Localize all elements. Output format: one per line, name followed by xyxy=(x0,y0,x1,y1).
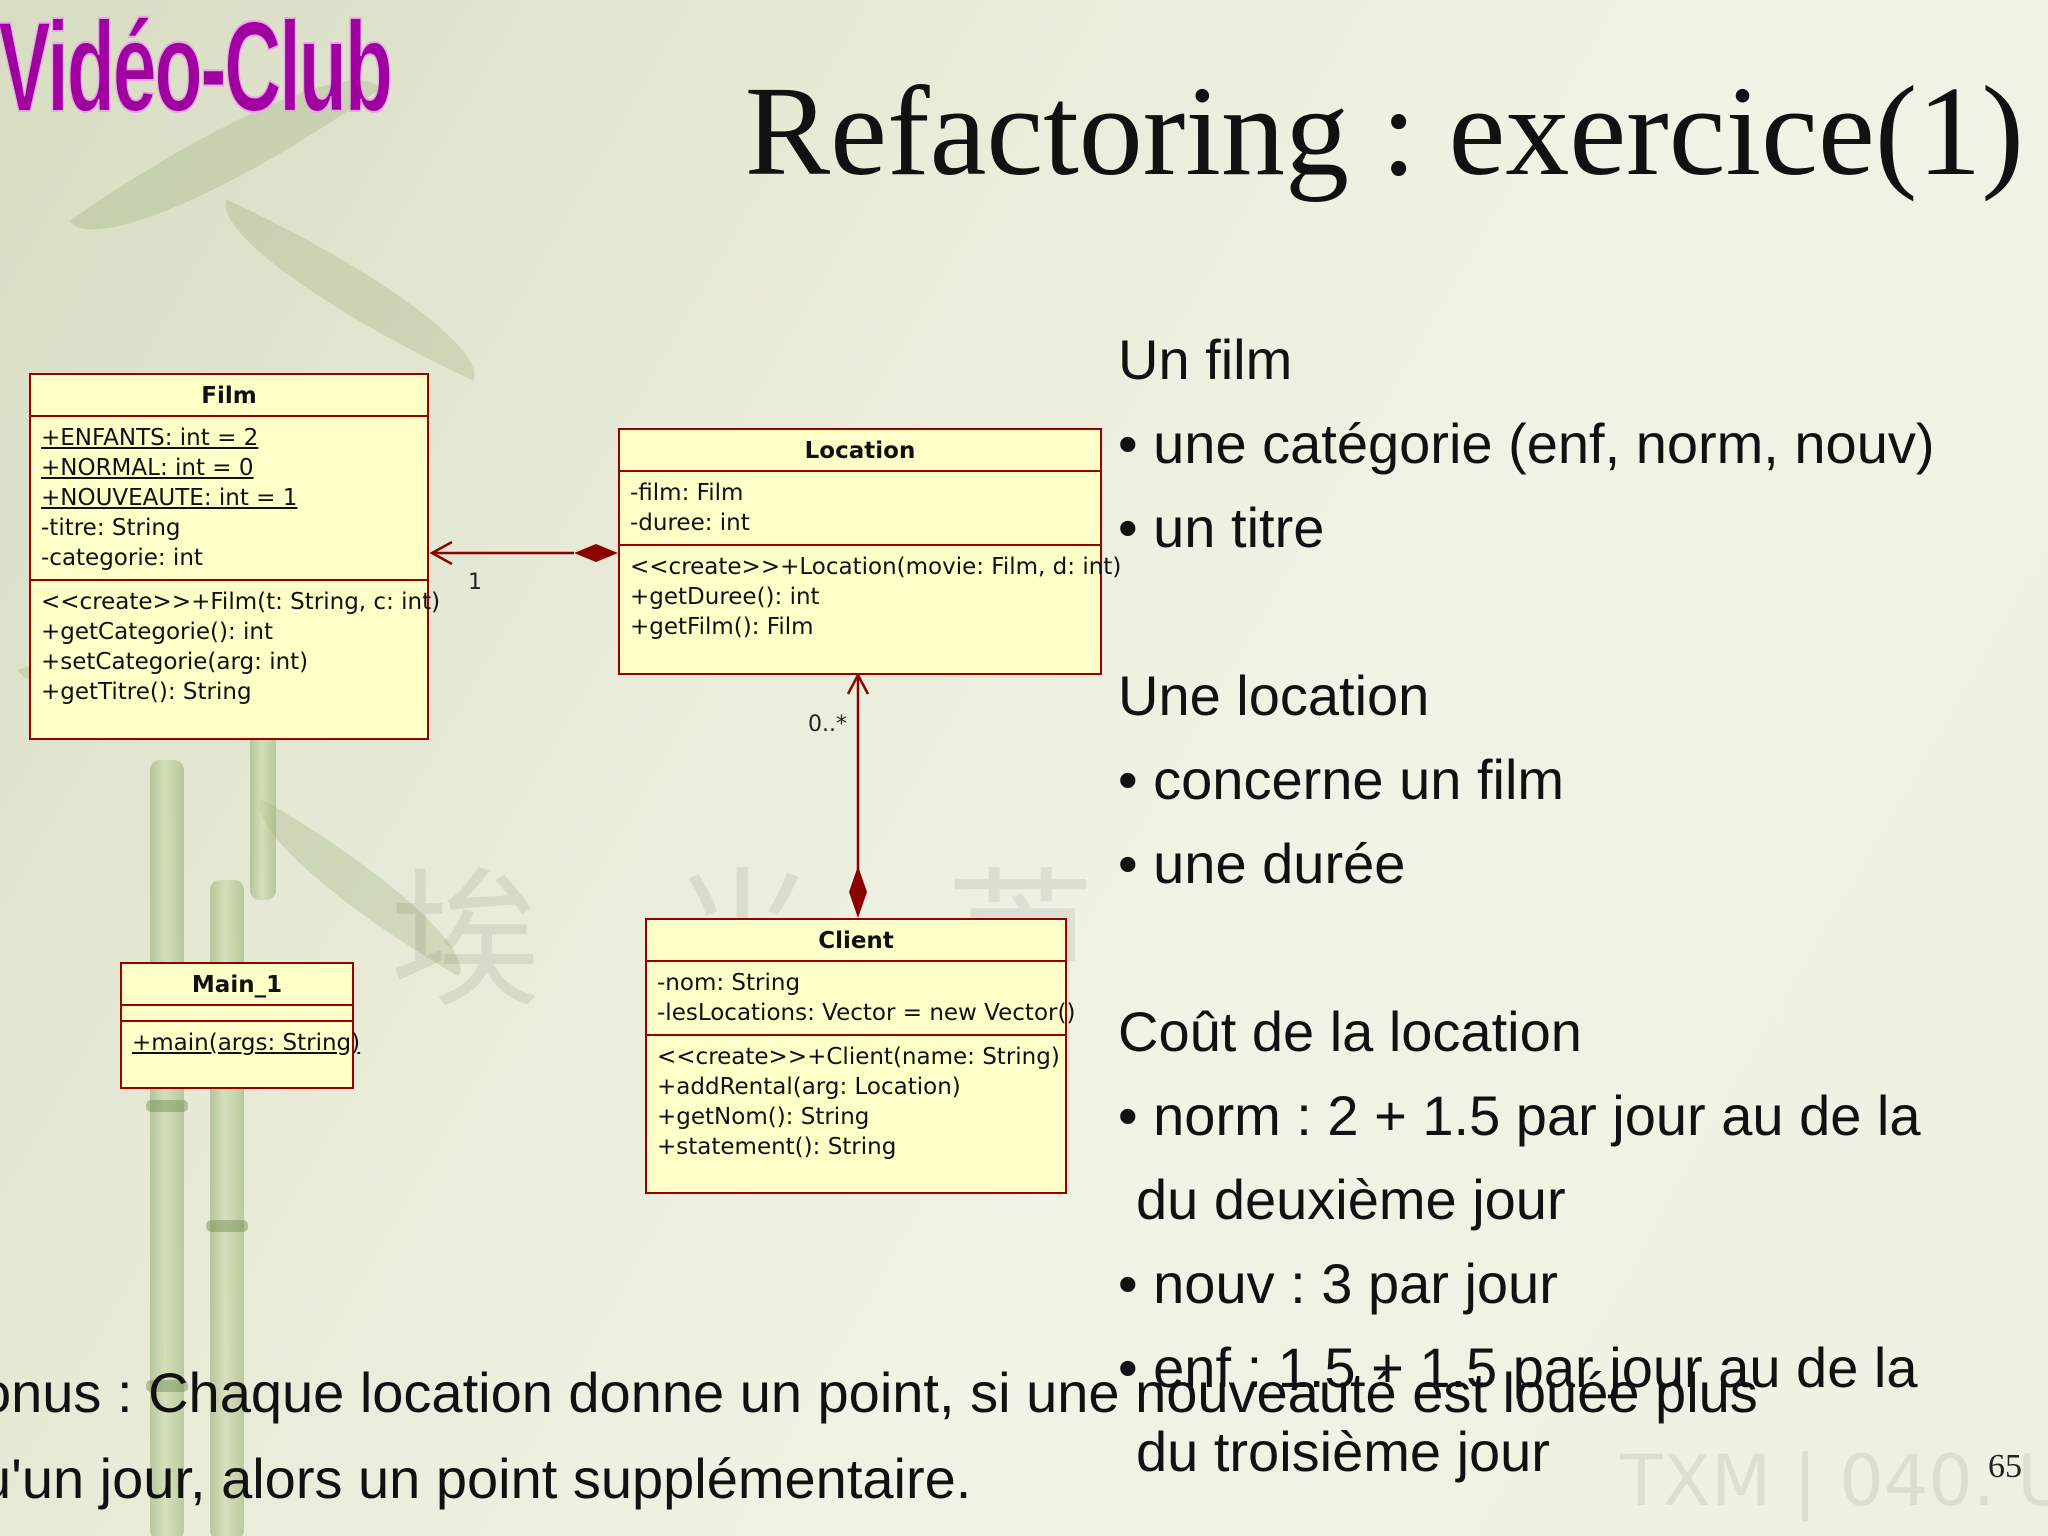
txm-watermark: TXM | 040. U xyxy=(1620,1440,2048,1522)
location-bullet: • concerne un film xyxy=(1118,748,1565,811)
operation: +getFilm(): Film xyxy=(630,614,814,640)
multiplicity-film: 1 xyxy=(468,570,482,595)
location-bullet: • une durée xyxy=(1118,832,1406,895)
operation: +getNom(): String xyxy=(657,1104,870,1130)
attribute: +ENFANTS: int = 2 xyxy=(41,425,259,451)
class-name: Film xyxy=(31,375,427,417)
class-name: Main_1 xyxy=(122,964,352,1006)
notes-panel: Un film • une catégorie (enf, norm, nouv… xyxy=(1118,318,1934,1494)
cost-line: • norm : 2 + 1.5 par jour au de la xyxy=(1118,1084,1921,1147)
bonus-line: u'un jour, alors un point supplémentaire… xyxy=(0,1447,972,1510)
cost-line: du deuxième jour xyxy=(1136,1168,1566,1231)
logo-text: Vidéo-Club xyxy=(0,0,394,140)
attribute: -duree: int xyxy=(630,510,750,536)
bamboo-node xyxy=(206,1220,248,1232)
bonus-text: onus : Chaque location donne un point, s… xyxy=(0,1350,1758,1522)
location-heading: Une location xyxy=(1118,664,1430,727)
operation: +statement(): String xyxy=(657,1134,897,1160)
cost-heading: Coût de la location xyxy=(1118,1000,1582,1063)
operation-list: <<create>>+Location(movie: Film, d: int)… xyxy=(620,546,1122,648)
film-bullet: • une catégorie (enf, norm, nouv) xyxy=(1118,412,1935,475)
cost-line: • nouv : 3 par jour xyxy=(1118,1252,1558,1315)
uml-class-main: Main_1 +main(args: String) xyxy=(120,962,361,1089)
attribute-list: -nom: String -lesLocations: Vector = new… xyxy=(647,962,1076,1036)
bamboo-stalk xyxy=(150,760,184,1536)
uml-class-client: Client -nom: String -lesLocations: Vecto… xyxy=(645,918,1076,1194)
bamboo-node xyxy=(146,1100,188,1112)
operation-list: +main(args: String) xyxy=(122,1022,361,1064)
attribute: -nom: String xyxy=(657,970,801,996)
operation-list: <<create>>+Film(t: String, c: int) +getC… xyxy=(31,581,441,713)
operation: +getDuree(): int xyxy=(630,584,820,610)
multiplicity-location: 0..* xyxy=(808,712,847,737)
operation: +setCategorie(arg: int) xyxy=(41,649,309,675)
navigability-arrow-film xyxy=(429,540,453,566)
operation: +main(args: String) xyxy=(132,1030,361,1056)
attribute: +NOUVEAUTE: int = 1 xyxy=(41,485,298,511)
attribute: -lesLocations: Vector = new Vector() xyxy=(657,1000,1076,1026)
composition-diamond-location xyxy=(574,544,618,562)
attribute: -titre: String xyxy=(41,515,181,541)
uml-class-film: Film +ENFANTS: int = 2 +NORMAL: int = 0 … xyxy=(29,373,441,740)
class-name: Location xyxy=(620,430,1100,472)
operation-list: <<create>>+Client(name: String) +addRent… xyxy=(647,1036,1065,1168)
attribute: +NORMAL: int = 0 xyxy=(41,455,254,481)
operation: +getTitre(): String xyxy=(41,679,252,705)
page-number: 65 xyxy=(1988,1448,2022,1485)
operation: <<create>>+Location(movie: Film, d: int) xyxy=(630,554,1122,580)
film-bullet: • un titre xyxy=(1118,496,1325,559)
cost-line: • enf : 1.5 + 1.5 par jour au de la xyxy=(1118,1336,1918,1399)
attribute-list: -film: Film -duree: int xyxy=(620,472,1100,546)
uml-class-location: Location -film: Film -duree: int <<creat… xyxy=(618,428,1122,675)
cost-line: du troisième jour xyxy=(1136,1420,1550,1483)
attribute: -film: Film xyxy=(630,480,744,506)
attribute-list xyxy=(122,1006,352,1022)
bonus-line: onus : Chaque location donne un point, s… xyxy=(0,1361,1758,1424)
operation: +getCategorie(): int xyxy=(41,619,274,645)
operation: <<create>>+Film(t: String, c: int) xyxy=(41,589,441,615)
spacer xyxy=(1118,906,1934,990)
attribute: -categorie: int xyxy=(41,545,203,571)
navigability-arrow-location xyxy=(846,672,870,695)
attribute-list: +ENFANTS: int = 2 +NORMAL: int = 0 +NOUV… xyxy=(31,417,427,581)
bamboo-node xyxy=(146,1380,188,1392)
composition-diamond-client xyxy=(849,866,867,918)
page-title: Refactoring : exercice(1) xyxy=(744,60,2024,202)
operation: +addRental(arg: Location) xyxy=(657,1074,961,1100)
class-name: Client xyxy=(647,920,1065,962)
film-heading: Un film xyxy=(1118,328,1293,391)
operation: <<create>>+Client(name: String) xyxy=(657,1044,1060,1070)
spacer xyxy=(1118,570,1934,654)
